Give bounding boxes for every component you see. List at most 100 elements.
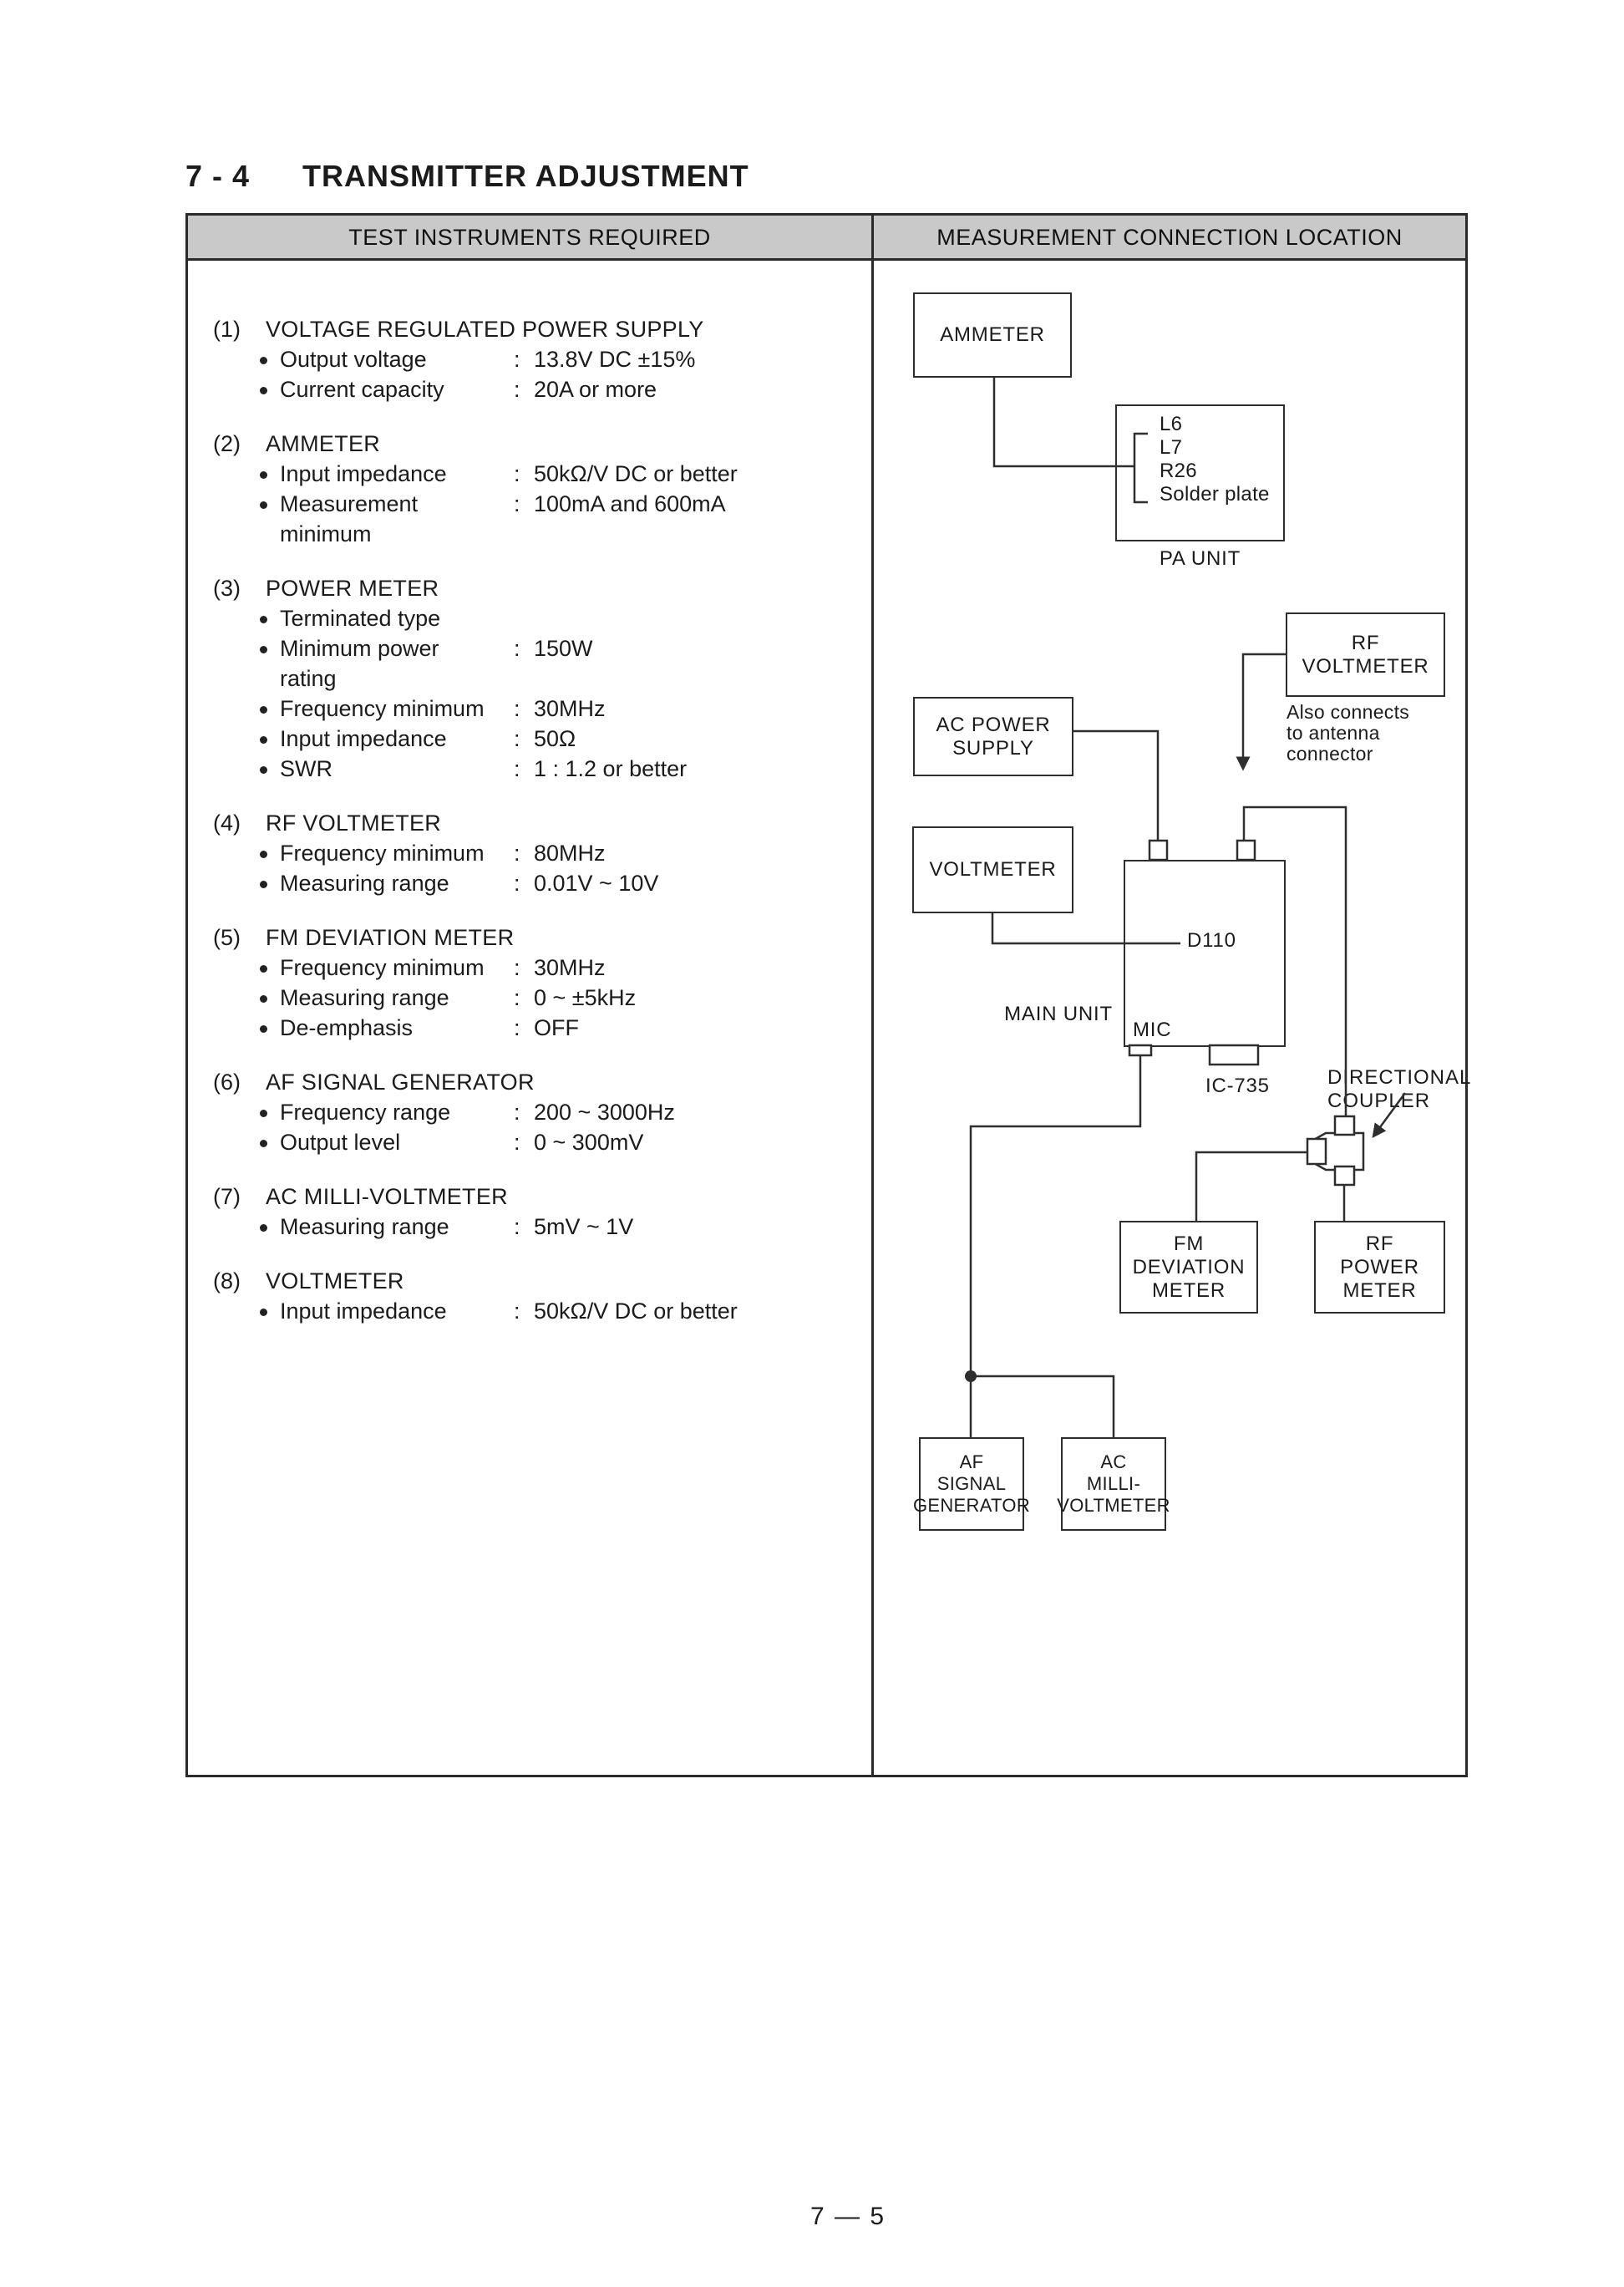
- mic-label: MIC: [1133, 1019, 1172, 1041]
- spec-colon: :: [514, 871, 520, 896]
- bullet-spacer: [260, 519, 280, 549]
- bullet-icon: [260, 459, 280, 489]
- rf-power-line2: POWER: [1340, 1255, 1419, 1278]
- ammeter-box: AMMETER: [913, 292, 1072, 378]
- instrument-heading: (2) AMMETER: [213, 429, 851, 459]
- spec-value: 0 ~ ±5kHz: [534, 985, 637, 1010]
- pa-unit-items: L6 L7 R26 Solder plate: [1160, 413, 1270, 506]
- spec-value: 1 : 1.2 or better: [534, 756, 688, 781]
- section-title: TRANSMITTER ADJUSTMENT: [302, 159, 749, 193]
- spec-value: 0.01V ~ 10V: [534, 871, 659, 896]
- spec-colon: :: [514, 756, 520, 781]
- spec-value: 5mV ~ 1V: [534, 1214, 634, 1239]
- header-measurement-location: MEASUREMENT CONNECTION LOCATION: [936, 225, 1403, 250]
- instrument-name: VOLTMETER: [266, 1268, 404, 1293]
- ac-power-supply-box: AC POWER SUPPLY: [913, 697, 1073, 776]
- bullet-icon: [260, 1127, 280, 1157]
- column-divider: [871, 216, 874, 1775]
- spec-row: rating: [260, 663, 851, 694]
- bullet-icon: [260, 1097, 280, 1127]
- spec-row: Minimum power:150W: [260, 633, 851, 663]
- table-header-band: [188, 216, 1465, 261]
- spec-label: Measuring range: [280, 985, 449, 1010]
- af-signal-line3: GENERATOR: [912, 1495, 1031, 1516]
- spec-row: Frequency minimum:30MHz: [260, 953, 851, 983]
- spec-label: Measuring range: [280, 1214, 449, 1239]
- ammeter-label: AMMETER: [940, 323, 1045, 346]
- af-signal-line2: SIGNAL: [936, 1473, 1007, 1494]
- spec-value: 50kΩ/V DC or better: [534, 461, 738, 486]
- bullet-spacer: [260, 663, 280, 694]
- spec-colon: :: [514, 726, 520, 751]
- spec-colon: :: [514, 841, 520, 866]
- spec-label: Input impedance: [280, 726, 447, 751]
- spec-row: Measurement:100mA and 600mA: [260, 489, 851, 519]
- spec-label: Measuring range: [280, 871, 449, 896]
- spec-row: Measuring range:5mV ~ 1V: [260, 1212, 851, 1242]
- instrument-specs: Input impedance:50kΩ/V DC or better: [260, 1296, 851, 1326]
- bullet-icon: [260, 983, 280, 1013]
- antenna-note-line1: Also connects: [1287, 701, 1410, 723]
- instrument-number: (7): [213, 1184, 241, 1209]
- instrument-name: AF SIGNAL GENERATOR: [266, 1070, 535, 1095]
- spec-label: De-emphasis: [280, 1015, 414, 1040]
- rf-power-meter-box: RF POWER METER: [1314, 1221, 1445, 1314]
- ac-milli-line2: MILLI-: [1086, 1473, 1141, 1494]
- fm-deviation-line2: DEVIATION: [1132, 1255, 1246, 1278]
- spec-colon: :: [514, 1100, 520, 1125]
- spec-label: Output level: [280, 1130, 401, 1155]
- rf-voltmeter-line2: VOLTMETER: [1302, 654, 1429, 678]
- instrument-specs: Measuring range:5mV ~ 1V: [260, 1212, 851, 1242]
- instrument-number: (1): [213, 317, 241, 342]
- spec-row: SWR:1 : 1.2 or better: [260, 754, 851, 784]
- spec-colon: :: [514, 1130, 520, 1155]
- spec-colon: :: [514, 1299, 520, 1324]
- bullet-icon: [260, 489, 280, 519]
- spec-row: Measuring range:0.01V ~ 10V: [260, 868, 851, 898]
- instrument-name: AMMETER: [266, 431, 381, 456]
- spec-label: Output voltage: [280, 347, 427, 372]
- spec-colon: :: [514, 1214, 520, 1239]
- instrument-name: POWER METER: [266, 576, 439, 601]
- spec-row: Frequency minimum:30MHz: [260, 694, 851, 724]
- section-number: 7 - 4: [185, 159, 251, 193]
- spec-row: Output level:0 ~ 300mV: [260, 1127, 851, 1157]
- bullet-icon: [260, 724, 280, 754]
- spec-value: 50kΩ/V DC or better: [534, 1299, 738, 1324]
- spec-label: rating: [280, 666, 337, 691]
- spec-row: Input impedance:50kΩ/V DC or better: [260, 459, 851, 489]
- instrument-heading: (3)POWER METER: [213, 573, 851, 603]
- spec-value: 30MHz: [534, 696, 606, 721]
- instrument-item: (8) VOLTMETER Input impedance:50kΩ/V DC or…: [213, 1266, 851, 1326]
- spec-value: 30MHz: [534, 955, 606, 980]
- fm-deviation-line1: FM: [1173, 1232, 1205, 1255]
- bullet-icon: [260, 868, 280, 898]
- spec-colon: :: [514, 985, 520, 1010]
- instrument-number: (8): [213, 1268, 241, 1293]
- antenna-note: Also connects to antenna connector: [1287, 702, 1409, 765]
- instrument-number: (6): [213, 1070, 241, 1095]
- header-test-instruments: TEST INSTRUMENTS REQUIRED: [348, 225, 711, 250]
- directional-coupler-label: DIRECTIONAL COUPLER: [1327, 1066, 1471, 1113]
- bullet-icon: [260, 953, 280, 983]
- instrument-heading: (7)AC MILLI-VOLTMETER: [213, 1182, 851, 1212]
- ac-millivoltmeter-box: AC MILLI- VOLTMETER: [1057, 1437, 1170, 1531]
- instrument-number: (2): [213, 431, 241, 456]
- spec-label: Minimum power: [280, 636, 439, 661]
- bullet-icon: [260, 838, 280, 868]
- spec-row: Input impedance:50kΩ/V DC or better: [260, 1296, 851, 1326]
- af-signal-line1: AF: [959, 1451, 984, 1472]
- page-number: 7 — 5: [809, 2203, 886, 2230]
- directional-coupler-line1: DIRECTIONAL: [1327, 1066, 1472, 1089]
- bullet-icon: [260, 1296, 280, 1326]
- fm-deviation-meter-box: FM DEVIATION METER: [1119, 1221, 1258, 1314]
- pa-item-r26: R26: [1160, 460, 1197, 482]
- bullet-icon: [260, 754, 280, 784]
- spec-value: 150W: [534, 636, 593, 661]
